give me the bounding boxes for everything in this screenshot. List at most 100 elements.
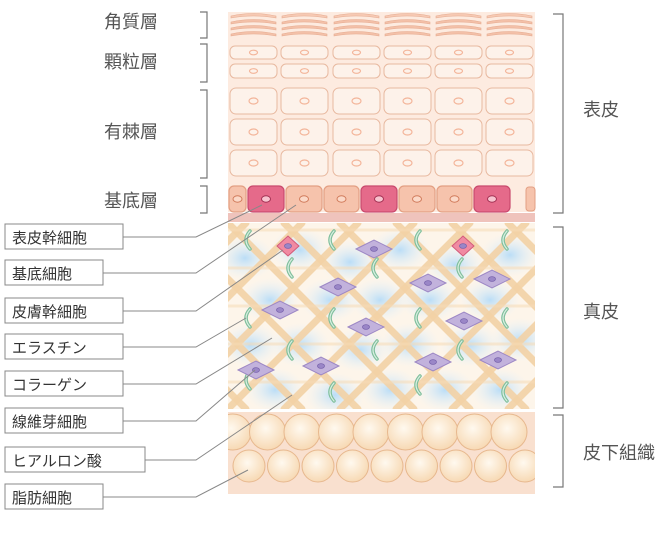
cell-nucleus <box>402 97 413 105</box>
callout-skin-stem-cell: 皮膚幹細胞 <box>4 249 284 324</box>
cell-nucleus <box>299 159 310 167</box>
horny-cell <box>281 13 328 19</box>
cell-nucleus <box>460 318 468 324</box>
bracket-epidermis <box>553 13 564 214</box>
horny-cell <box>486 19 533 25</box>
fat-cells <box>228 413 535 483</box>
basal-cell <box>525 186 536 212</box>
label-basal-layer: 基底層 <box>104 191 158 212</box>
spinous-cell <box>332 87 381 115</box>
cell-nucleus <box>299 97 310 105</box>
fat-cell <box>301 449 335 483</box>
granular-cell <box>434 63 483 79</box>
spinous-cell <box>280 149 329 177</box>
callout-label: 表皮幹細胞 <box>12 229 87 247</box>
cell-nucleus <box>232 195 243 203</box>
cell-nucleus <box>299 49 310 56</box>
dermis <box>228 223 535 409</box>
label-epidermis: 表皮 <box>583 100 619 121</box>
cell-nucleus <box>248 68 259 74</box>
cell-nucleus <box>370 246 378 252</box>
cell-nucleus <box>504 128 515 136</box>
fat-cell <box>474 449 507 483</box>
horny-cell <box>384 13 431 19</box>
granular-cell <box>280 63 329 79</box>
granular-cell <box>229 63 278 79</box>
cell-nucleus <box>402 68 413 74</box>
cell-nucleus <box>351 97 362 105</box>
elastin-fiber <box>415 375 421 395</box>
region-labels: 表皮 真皮 皮下組織 <box>553 13 655 488</box>
callout-hyaluronic-acid: ヒアルロン酸 <box>4 394 293 473</box>
spinous-cell <box>332 149 381 177</box>
spinous-cell <box>280 87 329 115</box>
basement-membrane <box>228 213 535 222</box>
callout-basal-cell: 基底細胞 <box>4 204 297 286</box>
fat-cell <box>387 413 424 451</box>
horny-cell <box>281 25 328 31</box>
granular-cell <box>485 45 534 60</box>
granular-layer-cells <box>229 45 534 79</box>
horny-cell <box>435 19 482 25</box>
horny-cell <box>384 31 431 37</box>
spinous-cell <box>383 118 432 146</box>
fat-cell <box>421 413 459 451</box>
granular-cell <box>383 45 432 60</box>
label-granular-layer: 顆粒層 <box>104 52 158 73</box>
callout-label: コラーゲン <box>12 376 87 394</box>
layer-labels: 角質層 顆粒層 有棘層 基底層 <box>104 11 208 214</box>
spinous-cell <box>434 87 483 115</box>
fat-cell <box>336 449 369 483</box>
cell-nucleus <box>449 195 460 203</box>
elastin-fiber <box>502 308 508 328</box>
granular-cell <box>280 45 329 60</box>
fat-cell <box>405 449 438 483</box>
cell-nucleus <box>424 280 432 286</box>
elastin-fiber <box>502 382 508 402</box>
cell-nucleus <box>487 195 497 203</box>
horny-cell <box>333 25 380 31</box>
granular-cell <box>434 45 483 60</box>
callout-fibroblast: 線維芽細胞 <box>4 369 256 434</box>
elastin-fiber <box>245 230 251 250</box>
cell-nucleus <box>284 243 292 249</box>
fat-cell <box>508 449 535 483</box>
cell-nucleus <box>453 159 464 167</box>
horny-cell <box>281 19 328 25</box>
cell-nucleus <box>299 128 310 136</box>
collagen-fiber <box>228 330 306 409</box>
elastin-fiber <box>329 308 335 328</box>
horny-cell <box>435 25 482 31</box>
spinous-cell <box>280 118 329 146</box>
elastin-fiber <box>329 382 335 402</box>
basal-layer-cells <box>228 185 536 213</box>
label-dermis: 真皮 <box>583 302 619 323</box>
cell-nucleus <box>336 195 347 203</box>
collagen-fiber <box>336 223 530 409</box>
cell-nucleus <box>248 128 259 136</box>
cell-nucleus <box>276 307 284 313</box>
spinous-cell <box>434 149 483 177</box>
collagen-fiber <box>448 321 535 409</box>
elastin-fiber <box>329 230 335 250</box>
spinous-layer-cells <box>229 87 534 177</box>
spinous-cell <box>229 118 278 146</box>
collagen-fiber <box>448 223 535 311</box>
spinous-cell <box>383 87 432 115</box>
spinous-cell <box>485 87 534 115</box>
label-subcutis: 皮下組織 <box>583 443 655 464</box>
granular-cell <box>332 63 381 79</box>
fat-cell <box>249 413 286 451</box>
horny-cell <box>281 31 328 37</box>
subcutaneous-tissue <box>228 412 535 494</box>
epidermis <box>228 12 536 213</box>
callout-collagen: コラーゲン <box>4 337 273 397</box>
cell-nucleus <box>453 97 464 105</box>
cell-nucleus <box>362 324 370 330</box>
cell-nucleus <box>402 159 413 167</box>
elastin-fiber <box>415 230 421 250</box>
cell-nucleus <box>317 363 325 369</box>
cell-nucleus <box>351 128 362 136</box>
epidermis-background <box>228 12 535 212</box>
cell-nucleus <box>374 195 384 203</box>
